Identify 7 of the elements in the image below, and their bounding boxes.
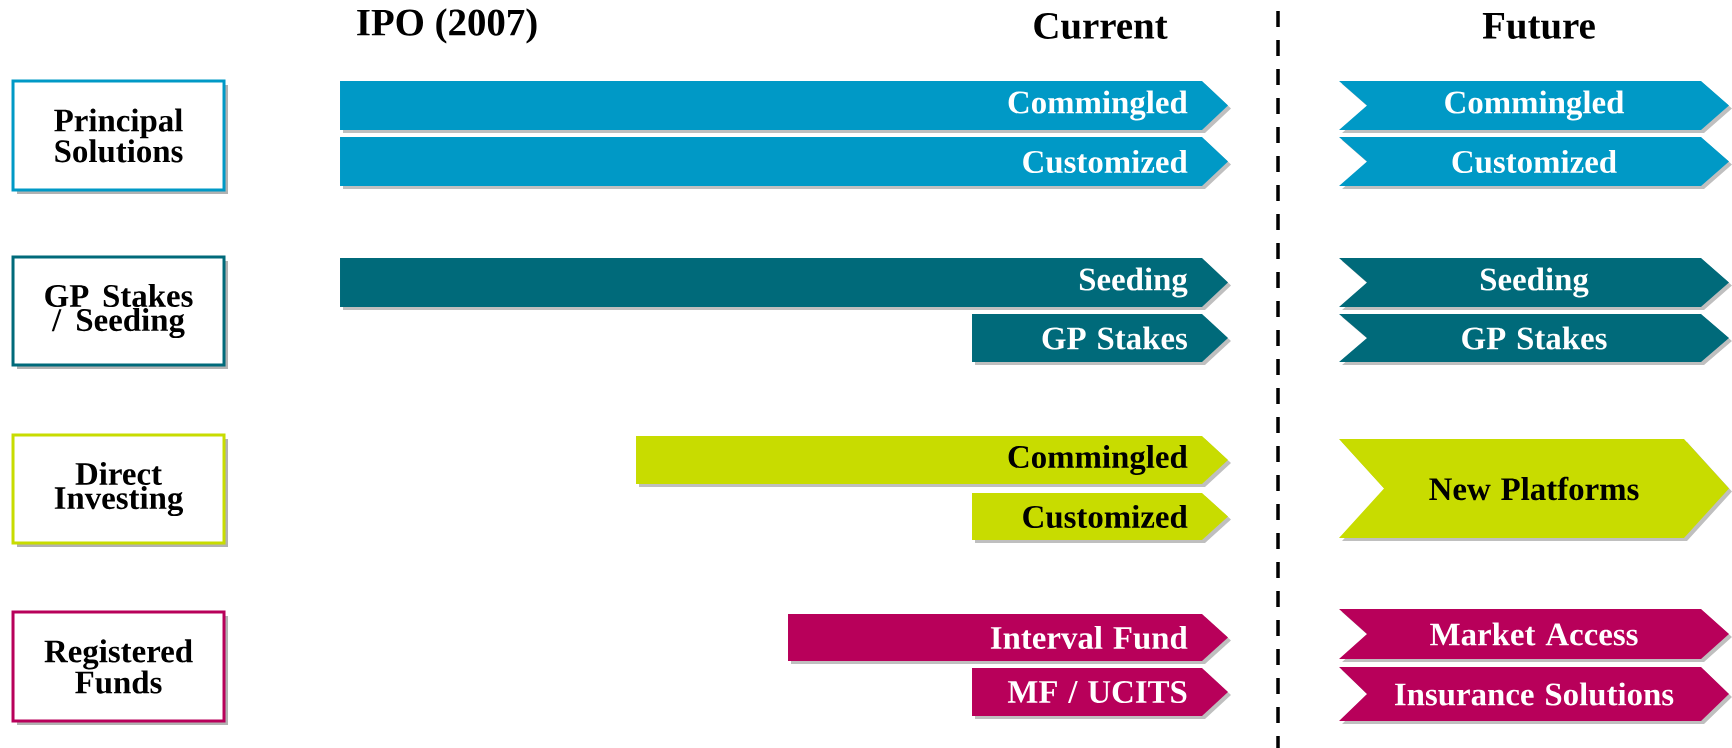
column-heading: IPO (2007) — [357, 8, 537, 44]
category-box: Principal Solutions — [11, 79, 228, 194]
column-heading: Current — [1034, 12, 1168, 40]
column-heading: Future — [1482, 13, 1595, 39]
category-box: Direct Investing — [11, 433, 228, 547]
category-box: Registered Funds — [11, 610, 228, 725]
category-box: GP Stakes / Seeding — [11, 255, 228, 369]
